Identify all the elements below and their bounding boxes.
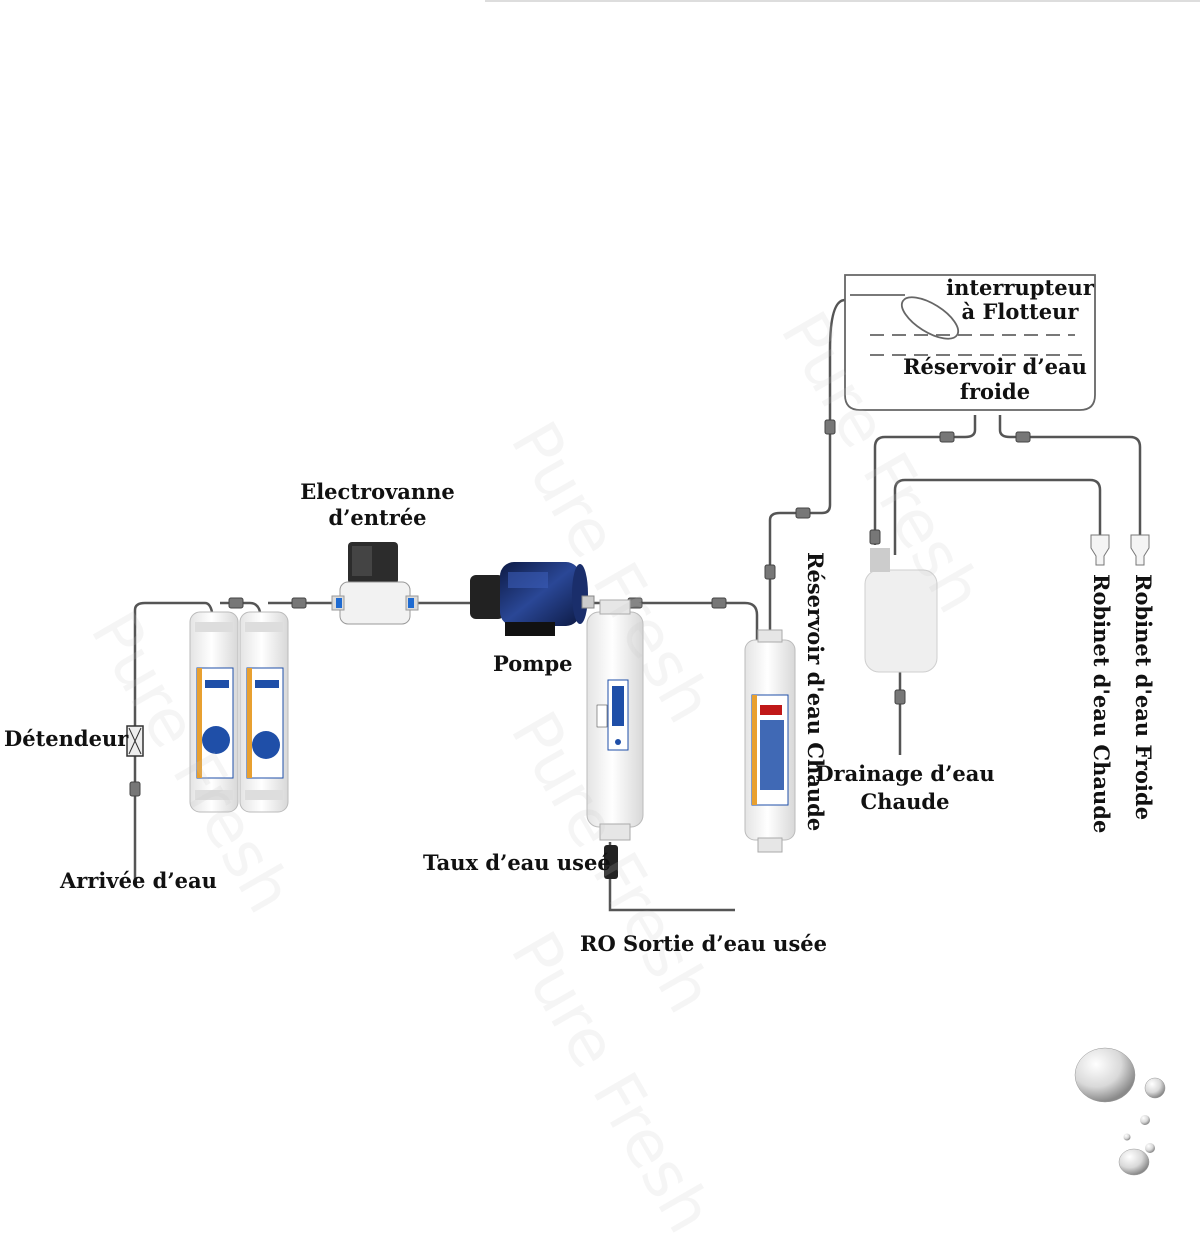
pipe-fittings bbox=[129, 419, 1031, 797]
label-reservoir-froide-line2: froide bbox=[959, 379, 1031, 404]
label-reservoir-chaude: Réservoir d'eau Chaude bbox=[803, 552, 828, 832]
label-robinet-froide: Robinet d'eau Froide bbox=[1131, 574, 1156, 821]
label-interrupteur-line1: interrupteur bbox=[946, 275, 1094, 300]
label-reservoir-froide-line1: Réservoir d’eau bbox=[903, 354, 1087, 379]
label-detendeur: Détendeur bbox=[4, 726, 129, 751]
label-robinet-chaude: Robinet d'eau Chaude bbox=[1089, 574, 1114, 834]
post-filter bbox=[744, 629, 796, 853]
label-drainage-line2: Chaude bbox=[860, 789, 950, 814]
label-taux-eau-usee: Taux d’eau useé bbox=[423, 850, 611, 875]
label-interrupteur-line2: à Flotteur bbox=[961, 299, 1079, 324]
hot-reservoir bbox=[864, 548, 938, 673]
water-drops-decoration bbox=[1074, 1047, 1166, 1176]
solenoid-valve bbox=[331, 542, 419, 625]
label-electrovanne: Electrovanne d’entrée bbox=[290, 479, 465, 531]
faucets bbox=[1090, 534, 1150, 566]
label-interrupteur: interrupteur à Flotteur bbox=[945, 276, 1095, 324]
label-ro-sortie: RO Sortie d’eau usée bbox=[580, 931, 827, 956]
ro-membrane bbox=[586, 599, 644, 841]
pre-filter-2 bbox=[239, 611, 289, 813]
label-pompe: Pompe bbox=[493, 651, 573, 676]
flow-restrictor bbox=[604, 845, 618, 879]
label-electrovanne-line1: Electrovanne bbox=[300, 479, 455, 504]
label-drainage-line1: Drainage d’eau bbox=[815, 761, 995, 786]
water-filter-diagram bbox=[126, 0, 1200, 1176]
label-reservoir-froide: Réservoir d’eau froide bbox=[895, 354, 1095, 404]
label-arrivee-eau: Arrivée d’eau bbox=[60, 868, 217, 893]
pre-filter-1 bbox=[189, 611, 239, 813]
booster-pump bbox=[470, 562, 595, 636]
label-drainage: Drainage d’eau Chaude bbox=[815, 760, 995, 816]
label-electrovanne-line2: d’entrée bbox=[328, 505, 427, 530]
detendeur-valve bbox=[126, 725, 144, 757]
cold-reservoir bbox=[844, 274, 1096, 411]
